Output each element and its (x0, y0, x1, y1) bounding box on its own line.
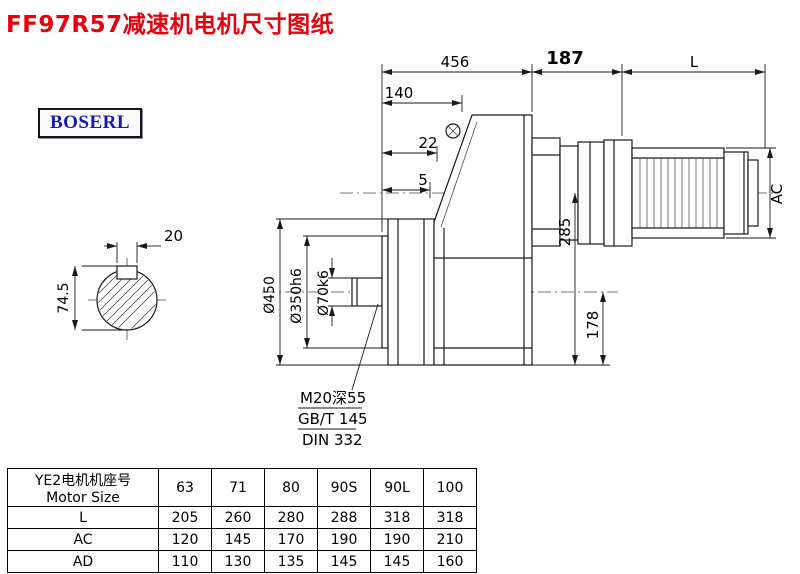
dim-label-5: 5 (418, 171, 428, 189)
technical-drawing: 20 74.5 (56, 48, 786, 449)
dim-keyway-width: 20 (104, 227, 183, 263)
dim-horizontal: 456 187 L 140 22 5 (381, 48, 766, 232)
thread-note: M20深55 GB/T 145 DIN 332 (298, 303, 379, 449)
table-cell: 145 (211, 528, 265, 551)
table-cell: 170 (264, 528, 318, 551)
dim-label-L: L (690, 53, 699, 71)
table-cell: 130 (211, 550, 265, 573)
mounting-flange (381, 218, 435, 366)
dim-label-dia350h6: Ø350h6 (289, 268, 305, 324)
table-cell: 260 (211, 506, 265, 529)
size-header: 100 (423, 468, 477, 507)
table-cell: 190 (370, 528, 424, 551)
size-header: 63 (158, 468, 212, 507)
table-row-AD: AD 110 130 135 145 145 160 (7, 550, 477, 573)
keyway (116, 265, 138, 280)
dim-label-456: 456 (441, 53, 470, 71)
row-label: AD (7, 550, 159, 573)
table-cell: 280 (264, 506, 318, 529)
table-header-row: YE2电机机座号 Motor Size 63 71 80 90S 90L 100 (7, 468, 477, 507)
size-header: 80 (264, 468, 318, 507)
table-cell: 145 (370, 550, 424, 573)
table-cell: 160 (423, 550, 477, 573)
header-line-en: Motor Size (46, 489, 120, 506)
dim-vertical: 285 178 AC (532, 147, 786, 366)
thread-note-text: M20深55 (300, 389, 366, 407)
dim-label-dia70k6: Ø70k6 (316, 270, 332, 316)
table-cell: 110 (158, 550, 212, 573)
table-cell: 288 (317, 506, 371, 529)
thread-std-text: GB/T 145 (298, 410, 368, 428)
dim-label-22: 22 (418, 134, 437, 152)
brand-logo-box: BOSERL (38, 108, 142, 138)
brand-logo-text: BOSERL (49, 112, 131, 133)
size-header: 71 (211, 468, 265, 507)
table-cell: 318 (370, 506, 424, 529)
dim-label-74-5: 74.5 (56, 282, 72, 313)
dim-label-key-width: 20 (164, 227, 183, 245)
table-row-L: L 205 260 280 288 318 318 (7, 506, 477, 529)
header-line-cn: YE2电机机座号 (34, 472, 132, 489)
motor-adapter (531, 137, 633, 247)
dim-label-178: 178 (584, 311, 602, 340)
fan-cover (723, 151, 759, 235)
output-shaft (351, 277, 383, 307)
motor-body (631, 147, 725, 239)
dim-label-140: 140 (385, 84, 414, 102)
table-cell: 318 (423, 506, 477, 529)
row-label: AC (7, 528, 159, 551)
row-label: L (7, 506, 159, 529)
dim-label-dia450: Ø450 (262, 276, 278, 314)
housing-bolt (445, 123, 461, 139)
dim-label-285: 285 (556, 218, 574, 247)
dim-shaft-height: 74.5 (56, 265, 130, 331)
table-cell: 120 (158, 528, 212, 551)
size-header: 90S (317, 468, 371, 507)
gear-housing (433, 114, 533, 366)
table-cell: 135 (264, 550, 318, 573)
dimension-table: YE2电机机座号 Motor Size 63 71 80 90S 90L 100… (7, 468, 477, 573)
size-header: 90L (370, 468, 424, 507)
leader-line (351, 303, 379, 391)
table-cell: 205 (158, 506, 212, 529)
table-row-AC: AC 120 145 170 190 190 210 (7, 528, 477, 551)
page-title: FF97R57减速机电机尺寸图纸 (6, 12, 335, 38)
dim-diameters: Ø450 Ø350h6 Ø70k6 (262, 218, 390, 366)
dim-label-AC: AC (768, 184, 786, 204)
motor-size-header-cell: YE2电机机座号 Motor Size (7, 468, 159, 507)
motor-fins (639, 158, 718, 228)
center-hole-std-text: DIN 332 (302, 431, 363, 449)
table-cell: 190 (317, 528, 371, 551)
table-cell: 145 (317, 550, 371, 573)
dim-label-187: 187 (546, 48, 584, 69)
table-cell: 210 (423, 528, 477, 551)
shaft-cross-section (96, 265, 158, 331)
